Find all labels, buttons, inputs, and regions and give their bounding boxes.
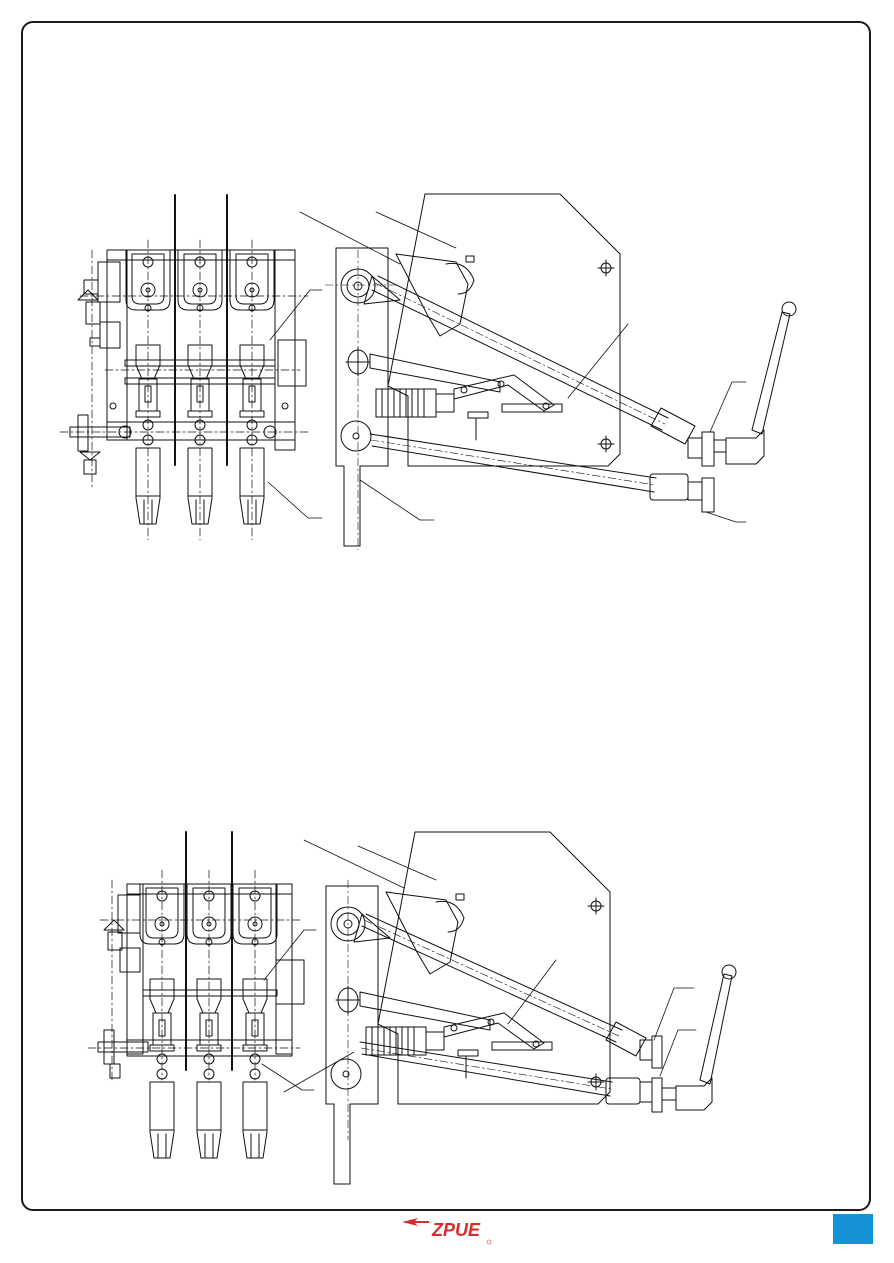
page-badge xyxy=(833,1214,873,1244)
logo-text: ZPUE xyxy=(431,1220,481,1240)
upper-front-view xyxy=(59,194,323,541)
page-frame xyxy=(21,21,871,1211)
upper-side-view xyxy=(299,193,797,551)
lower-front-view xyxy=(87,831,317,1159)
arrow-icon xyxy=(402,1218,429,1226)
zpue-logo: ZPUE xyxy=(402,1218,492,1245)
lower-side-view xyxy=(283,831,737,1185)
